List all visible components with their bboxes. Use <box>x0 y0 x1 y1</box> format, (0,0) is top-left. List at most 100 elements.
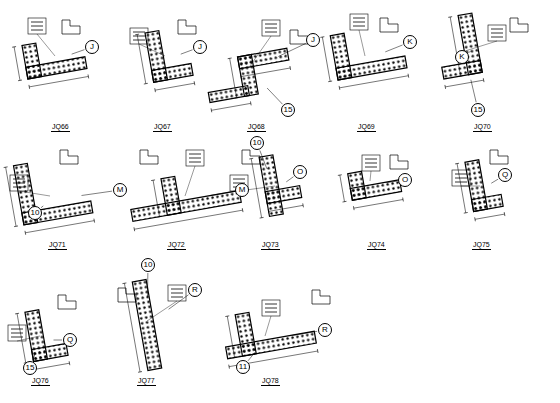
dimension-tick <box>249 158 253 160</box>
rebar-note-mark <box>491 37 503 38</box>
leader-line <box>370 171 371 181</box>
dimension-tick <box>88 74 90 78</box>
leader-line <box>19 191 50 196</box>
axis-label: J <box>311 36 315 44</box>
rebar-note-mark <box>265 28 277 29</box>
dimension-tick <box>444 85 446 89</box>
detail-title: JQ68 <box>247 123 266 132</box>
rebar-dots <box>259 155 283 217</box>
dimension-tick <box>233 357 237 359</box>
key-plan <box>312 290 330 304</box>
axis-label: R <box>192 286 198 294</box>
dimension-tick <box>158 216 162 218</box>
axis-bubble: M <box>235 183 249 197</box>
axis-label: 15 <box>26 364 35 372</box>
axis-bubble: Q <box>63 333 77 347</box>
rebar-note-mark <box>365 163 377 164</box>
dimension-line <box>14 47 20 80</box>
detail-title: JQ74 <box>367 241 386 250</box>
axis-label: R <box>322 326 328 334</box>
section-outline <box>32 344 69 362</box>
axis-label: 10 <box>144 261 153 269</box>
axis-leader <box>386 181 397 183</box>
section-outline <box>336 56 407 80</box>
axis-label: K <box>459 53 464 61</box>
dimension-tick <box>320 36 324 38</box>
dimension-line <box>269 205 303 211</box>
key-plan <box>490 150 508 164</box>
dimension-tick <box>408 74 410 78</box>
rebar-note-mark <box>455 182 467 183</box>
dimension-tick <box>483 78 485 82</box>
key-plan <box>178 20 196 34</box>
rebar-note-mark <box>353 22 365 23</box>
rebar-note-mark <box>455 174 467 175</box>
rebar-dots <box>22 201 93 225</box>
section-outline <box>472 194 504 211</box>
dimension-tick <box>328 81 332 83</box>
section-outline <box>25 310 47 362</box>
dimension-line <box>322 37 330 81</box>
dimension-tick <box>242 208 244 212</box>
dimension-tick <box>343 201 347 203</box>
column-section <box>320 24 408 92</box>
rebar-note-mark <box>491 29 503 30</box>
rebar-note-mark <box>13 179 25 180</box>
dimension-tick <box>28 85 30 89</box>
key-plan <box>380 18 398 32</box>
dimension-tick <box>250 101 252 105</box>
detail-title: JQ66 <box>51 123 70 132</box>
dimension-tick <box>138 371 142 373</box>
rebar-dots <box>238 48 289 69</box>
axis-leader <box>181 50 193 54</box>
rebar-note-mark <box>265 304 277 305</box>
rebar-note-mark <box>189 158 201 159</box>
rebar-note-box <box>262 20 280 36</box>
rebar-note-mark <box>233 179 245 180</box>
axis-bubble: K <box>403 35 417 49</box>
dimension-tick <box>154 88 156 92</box>
axis-bubble: R <box>318 323 332 337</box>
rebar-dots <box>265 186 302 204</box>
dimension-tick <box>211 108 213 112</box>
dimension-tick <box>289 66 291 70</box>
detail-title: JQ67 <box>153 123 172 132</box>
section-outline <box>259 155 283 217</box>
leader-line <box>147 301 177 321</box>
rebar-note-mark <box>265 24 277 25</box>
dimension-line <box>339 76 408 88</box>
axis-leader <box>248 352 255 361</box>
axis-bubble: 15 <box>23 361 37 375</box>
section-outline <box>152 64 193 83</box>
rebar-note-mark <box>171 293 183 294</box>
dimension-tick <box>302 203 304 207</box>
dimension-line <box>6 167 16 226</box>
rebar-note-mark <box>133 32 145 33</box>
axis-leader <box>260 150 267 168</box>
rebar-note-box <box>262 300 280 316</box>
leader-line <box>185 166 195 196</box>
axis-leader <box>41 206 43 208</box>
leader-line <box>359 30 365 56</box>
dimension-tick <box>240 75 242 79</box>
column-section <box>220 302 318 369</box>
dimension-tick <box>194 81 196 85</box>
axis-leader <box>82 191 113 195</box>
dimension-tick <box>69 361 71 365</box>
rebar-note-mark <box>133 36 145 37</box>
dimension-line <box>450 17 460 76</box>
axis-leader <box>292 331 317 335</box>
detail-title: JQ75 <box>472 241 491 250</box>
axis-bubble: O <box>293 165 307 179</box>
section-outline <box>348 171 366 200</box>
leader-line <box>465 41 497 51</box>
axis-label: 10 <box>31 209 40 217</box>
key-plan <box>140 150 158 164</box>
rebar-note-mark <box>189 162 201 163</box>
column-section <box>12 35 89 90</box>
rebar-note-mark <box>353 18 365 19</box>
section-outline <box>465 160 487 212</box>
section-outline <box>208 86 249 103</box>
axis-bubble: J <box>306 33 320 47</box>
rebar-dots <box>472 194 504 211</box>
